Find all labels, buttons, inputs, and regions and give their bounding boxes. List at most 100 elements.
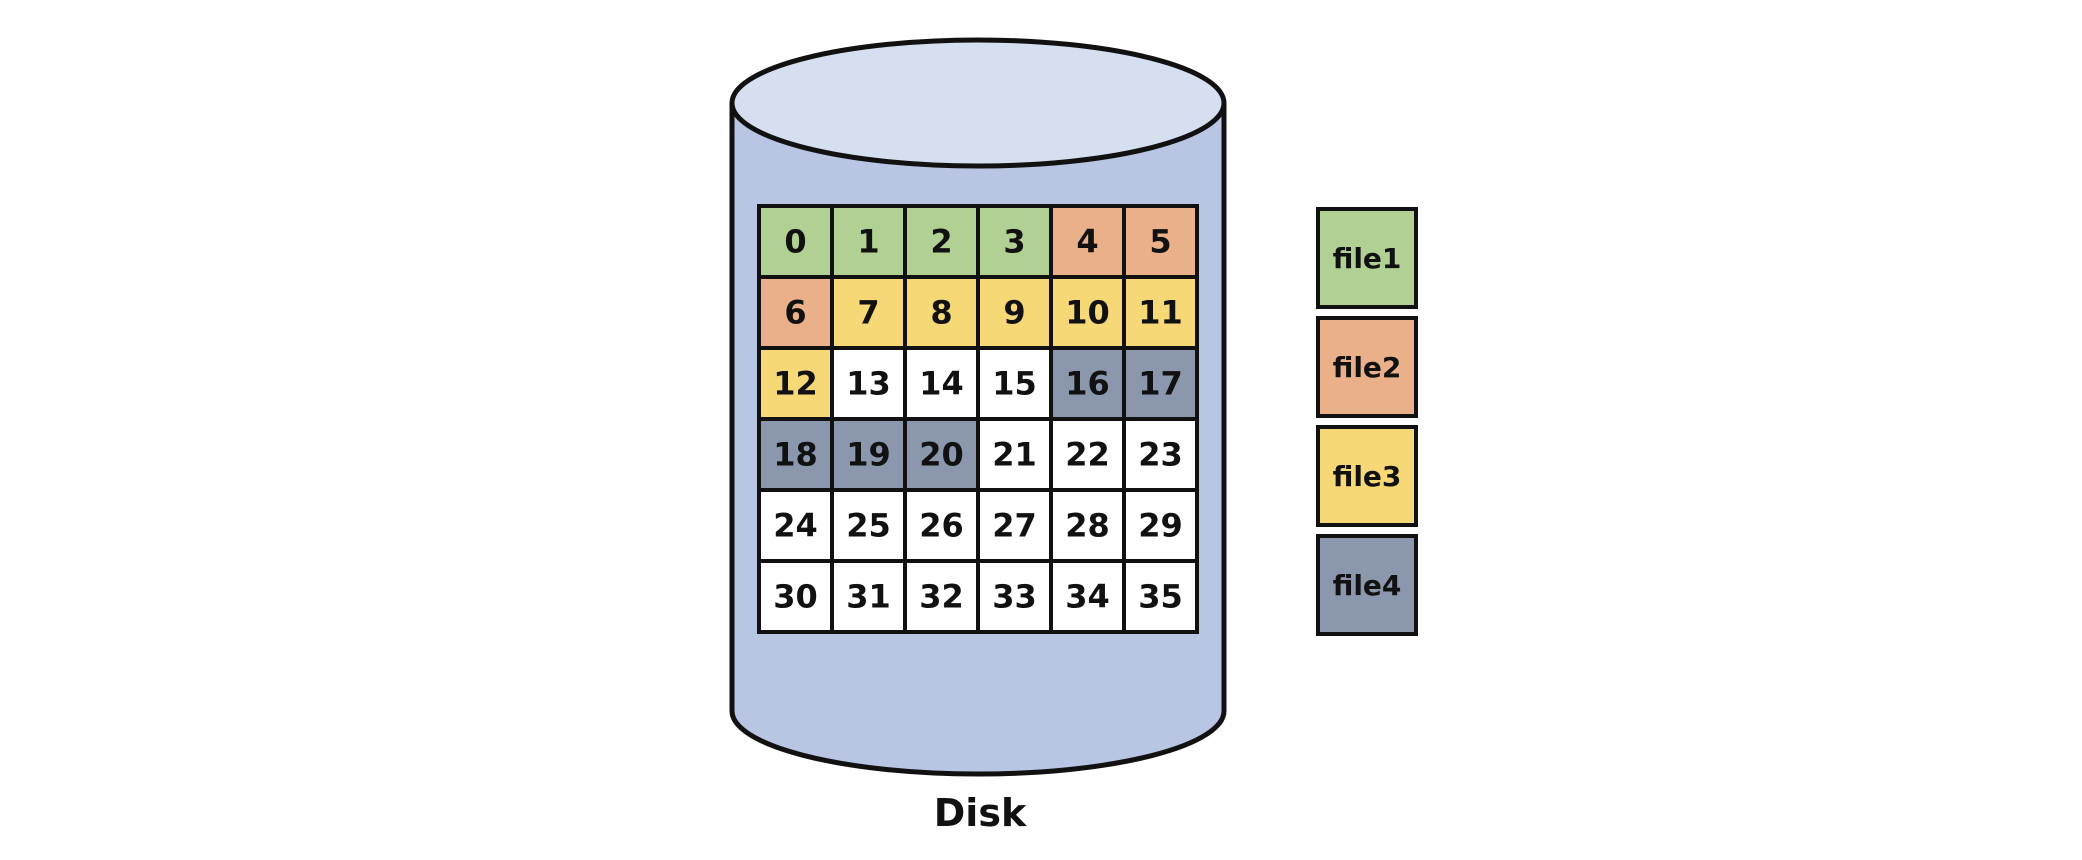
disk-block: 19 — [830, 417, 907, 492]
block-cell — [976, 346, 1053, 421]
block-number: 27 — [992, 507, 1037, 545]
block-number: 1 — [857, 223, 879, 261]
block-number: 13 — [846, 365, 891, 403]
block-cell — [830, 275, 907, 350]
block-number: 9 — [1003, 294, 1025, 332]
disk-block: 26 — [903, 488, 980, 563]
disk-block: 2 — [903, 204, 980, 279]
legend-label: file1 — [1333, 242, 1402, 275]
block-cell — [1049, 204, 1126, 279]
disk-block: 11 — [1122, 275, 1199, 350]
block-number: 34 — [1065, 578, 1110, 616]
block-number: 2 — [930, 223, 952, 261]
block-number: 28 — [1065, 507, 1110, 545]
disk-block: 16 — [1049, 346, 1126, 421]
block-cell — [757, 488, 834, 563]
block-number: 23 — [1138, 436, 1183, 474]
disk-block: 32 — [903, 559, 980, 634]
disk-block: 28 — [1049, 488, 1126, 563]
legend-swatch — [1316, 534, 1418, 636]
legend-item: file4 — [1316, 534, 1418, 636]
block-number: 7 — [857, 294, 879, 332]
block-cell — [1122, 488, 1199, 563]
disk-block: 5 — [1122, 204, 1199, 279]
legend-swatch — [1316, 425, 1418, 527]
disk-block: 23 — [1122, 417, 1199, 492]
block-number: 15 — [992, 365, 1037, 403]
disk-block: 30 — [757, 559, 834, 634]
disk-block: 8 — [903, 275, 980, 350]
block-number: 20 — [919, 436, 964, 474]
legend-label: file3 — [1333, 460, 1402, 493]
block-number: 0 — [784, 223, 806, 261]
legend-label: file4 — [1333, 569, 1402, 602]
block-number: 29 — [1138, 507, 1183, 545]
block-number: 17 — [1138, 365, 1183, 403]
block-number: 31 — [846, 578, 891, 616]
block-number: 30 — [773, 578, 818, 616]
disk-block: 3 — [976, 204, 1053, 279]
block-number: 8 — [930, 294, 952, 332]
disk-label: Disk — [934, 791, 1027, 835]
disk-block: 20 — [903, 417, 980, 492]
block-number: 16 — [1065, 365, 1110, 403]
legend-swatch — [1316, 316, 1418, 418]
disk-block: 0 — [757, 204, 834, 279]
block-number: 12 — [773, 365, 818, 403]
legend: file1 file2 file3 file4 — [1316, 207, 1418, 636]
block-number: 19 — [846, 436, 891, 474]
disk-block: 6 — [757, 275, 834, 350]
block-number: 11 — [1138, 294, 1183, 332]
disk-block: 34 — [1049, 559, 1126, 634]
block-number: 6 — [784, 294, 806, 332]
legend-item: file1 — [1316, 207, 1418, 309]
block-cell — [757, 275, 834, 350]
block-number: 25 — [846, 507, 891, 545]
block-number: 35 — [1138, 578, 1183, 616]
block-cell — [1122, 204, 1199, 279]
block-cell — [757, 417, 834, 492]
block-number: 26 — [919, 507, 964, 545]
block-cell — [976, 275, 1053, 350]
block-number: 21 — [992, 436, 1037, 474]
disk-block: 25 — [830, 488, 907, 563]
block-cell — [1122, 559, 1199, 634]
block-number: 5 — [1149, 223, 1171, 261]
disk-block: 1 — [830, 204, 907, 279]
disk-block: 33 — [976, 559, 1053, 634]
disk-block: 13 — [830, 346, 907, 421]
block-number: 4 — [1076, 223, 1098, 261]
block-cell — [830, 488, 907, 563]
block-cell — [1049, 275, 1126, 350]
legend-item: file2 — [1316, 316, 1418, 418]
block-number: 24 — [773, 507, 818, 545]
block-cell — [903, 346, 980, 421]
legend-item: file3 — [1316, 425, 1418, 527]
legend-label: file2 — [1333, 351, 1402, 384]
disk-top — [729, 37, 1227, 169]
block-number: 18 — [773, 436, 818, 474]
block-cell — [976, 559, 1053, 634]
block-number: 3 — [1003, 223, 1025, 261]
disk-block: 18 — [757, 417, 834, 492]
disk-block: 10 — [1049, 275, 1126, 350]
disk-block: 17 — [1122, 346, 1199, 421]
block-number: 32 — [919, 578, 964, 616]
legend-swatch — [1316, 207, 1418, 309]
block-number: 14 — [919, 365, 964, 403]
block-cell — [1049, 488, 1126, 563]
disk-block: 12 — [757, 346, 834, 421]
disk-block: 9 — [976, 275, 1053, 350]
block-number: 10 — [1065, 294, 1110, 332]
disk-block: 24 — [757, 488, 834, 563]
block-number: 33 — [992, 578, 1037, 616]
disk-block: 27 — [976, 488, 1053, 563]
block-number: 22 — [1065, 436, 1110, 474]
disk-block: 15 — [976, 346, 1053, 421]
disk-block: 4 — [1049, 204, 1126, 279]
block-cell — [903, 204, 980, 279]
disk-block: 29 — [1122, 488, 1199, 563]
disk-block: 22 — [1049, 417, 1126, 492]
